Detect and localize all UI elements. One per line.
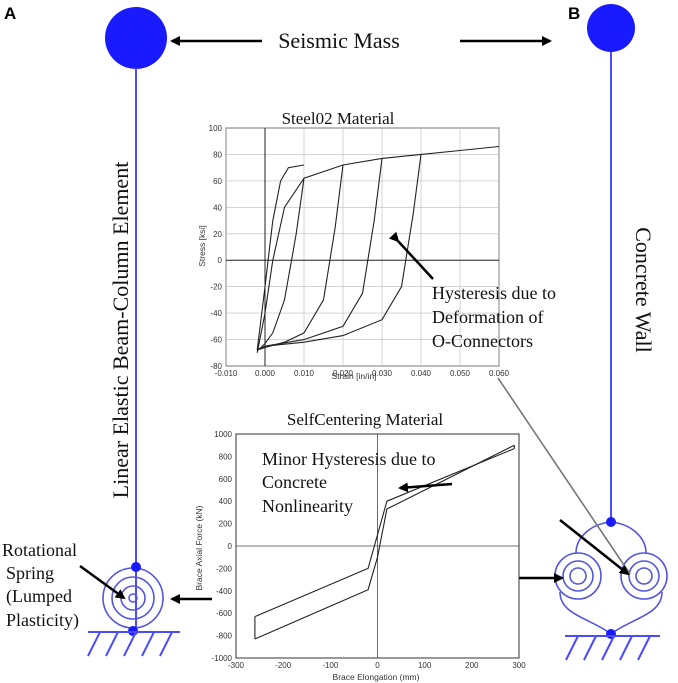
steel-series-2 [257, 164, 344, 351]
sc-note-arrow [398, 482, 453, 493]
sc-y-tick-label: 400 [219, 497, 233, 506]
steel-y-tick-label: 60 [213, 177, 222, 186]
steel-y-tick-label: 40 [213, 203, 222, 212]
steel-y-tick-label: -20 [210, 283, 222, 292]
steel-note: Hysteresis due to Deformation of O-Conne… [432, 283, 556, 351]
seismic-mass-left [105, 7, 167, 69]
steel-series-5 [256, 164, 305, 351]
sc-series-1 [254, 448, 515, 618]
steel-y-tick-label: -60 [210, 336, 222, 345]
steel02-chart: -0.010 0.000 0.010 0.020 0.030 0.040 0.050 0.06… [209, 124, 510, 378]
concrete-wall-label: Concrete Wall [631, 227, 656, 353]
sc-series-0 [254, 444, 515, 640]
spring-arrow [79, 564, 126, 600]
steel-y-tick-label: 20 [213, 230, 222, 239]
wall-node-bottom [606, 629, 616, 639]
sc-y-tick-label: -400 [216, 587, 233, 596]
steel-y-tick-label: 80 [213, 150, 222, 159]
wall-node-top [606, 517, 616, 527]
sc-y-axis-label: Brace Axial Force (kN) [194, 505, 204, 590]
sc-note-line-2: Concrete [262, 472, 327, 492]
steel-plot-frame [225, 127, 500, 367]
sc-x-tick-label: 300 [512, 661, 526, 670]
steel-x-tick-label: 0.050 [450, 369, 471, 378]
steel-to-wall-arrow [559, 519, 630, 576]
steel-y-tick-label: 100 [209, 124, 223, 133]
spring-node-top [131, 562, 141, 572]
fixed-support-right [565, 635, 660, 661]
steel-plot-title: Steel02 Material [282, 109, 395, 128]
steel-series-4 [256, 154, 422, 351]
sc-y-tick-label: 800 [219, 452, 233, 461]
sc-x-tick-label: -300 [228, 661, 245, 670]
steel-y-tick-label: -80 [210, 362, 222, 371]
rotational-spring-right [554, 521, 668, 635]
sc-y-tick-label: 1000 [214, 430, 232, 439]
steel-series-0 [256, 145, 500, 353]
sc-plot-title: SelfCentering Material [287, 410, 444, 429]
sc-x-tick-label: -200 [275, 661, 292, 670]
steel-connector-line [497, 377, 631, 575]
sc-note-line-1: Minor Hysteresis due to [262, 449, 435, 469]
steel-x-tick-label: 0.000 [255, 369, 276, 378]
rotational-spring-left [102, 567, 164, 629]
steel-x-tick-label: 0.040 [411, 369, 432, 378]
panel-label-a: A [4, 4, 16, 23]
sc-y-tick-label: 200 [219, 520, 233, 529]
sc-x-tick-label: -100 [322, 661, 339, 670]
sc-x-tick-label: 200 [465, 661, 479, 670]
steel-x-tick-label: 0.020 [333, 369, 354, 378]
spring-note-line-2: Spring [6, 563, 54, 583]
sc-x-axis-label: Brace Elongation (mm) [333, 672, 420, 682]
steel-note-line-3: O-Connectors [432, 331, 533, 351]
spring-note: Rotational Spring (Lumped Plasticity) [2, 540, 79, 631]
sc-note-line-3: Nonlinearity [262, 496, 353, 516]
sc-y-tick-label: -1000 [212, 654, 233, 663]
steel-x-tick-label: 0.030 [372, 369, 393, 378]
steel-note-line-2: Deformation of [432, 307, 543, 327]
spring-note-line-4: Plasticity) [6, 610, 79, 631]
steel-series-1 [256, 178, 305, 351]
steel-note-arrow [388, 231, 434, 280]
steel-y-axis-label: Stress [ksi] [197, 225, 207, 267]
panel-label-b: B [568, 4, 580, 23]
steel-x-tick-label: 0.010 [294, 369, 315, 378]
sc-note: Minor Hysteresis due to Concrete Nonline… [262, 449, 435, 516]
sc-y-tick-label: -800 [216, 632, 233, 641]
steel-x-tick-label: 0.060 [489, 369, 510, 378]
steel-x-axis-label: Strain [in/in] [332, 371, 377, 381]
sc-y-tick-label: -600 [216, 609, 233, 618]
steel-y-tick-label: 0 [218, 256, 223, 265]
seismic-mass-right [587, 4, 635, 52]
sc-x-tick-label: 100 [418, 661, 432, 670]
sc-x-tick-label: 0 [375, 661, 380, 670]
spring-note-line-3: (Lumped [6, 586, 72, 607]
sc-y-tick-label: -200 [216, 564, 233, 573]
steel-note-line-1: Hysteresis due to [432, 283, 556, 303]
sc-y-tick-label: 0 [228, 542, 233, 551]
steel-x-tick-label: -0.010 [215, 369, 238, 378]
steel-y-tick-label: -40 [210, 309, 222, 318]
sc-y-tick-label: 600 [219, 475, 233, 484]
fixed-support-left [87, 631, 180, 657]
beam-column-label: Linear Elastic Beam-Column Element [108, 162, 133, 499]
spring-note-line-1: Rotational [2, 540, 77, 560]
seismic-mass-label: Seismic Mass [278, 28, 400, 53]
